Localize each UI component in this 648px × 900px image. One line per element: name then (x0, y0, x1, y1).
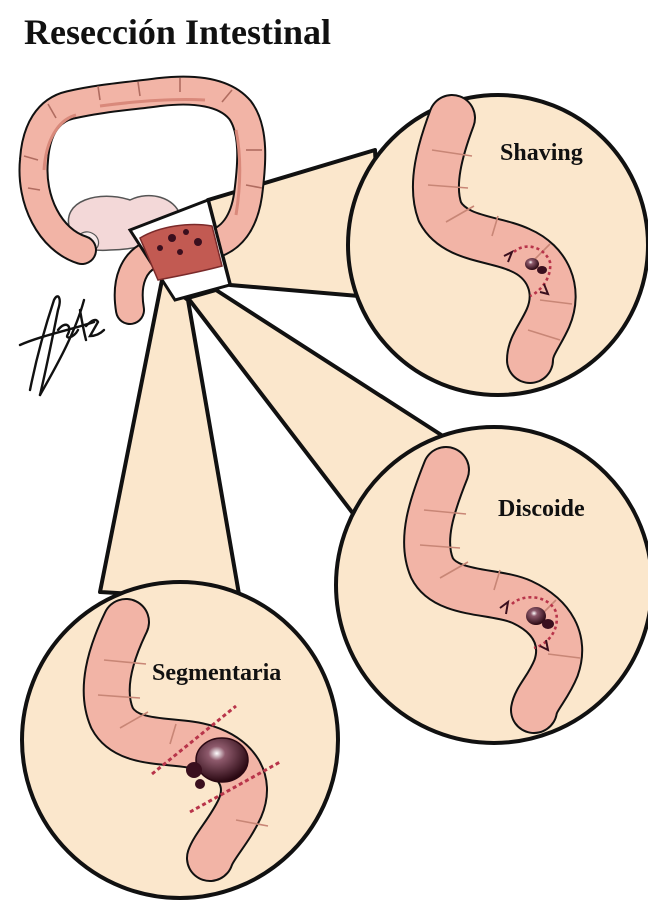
label-shaving: Shaving (500, 140, 583, 166)
artist-signature (20, 296, 104, 395)
label-discoide: Discoide (498, 496, 585, 522)
panel-discoide: Discoide (336, 427, 648, 743)
panel-segmentaria: Segmentaria (22, 582, 338, 898)
label-segmentaria: Segmentaria (152, 660, 281, 686)
page-title: Resección Intestinal (24, 12, 331, 52)
panel-shaving: Shaving (348, 95, 648, 395)
